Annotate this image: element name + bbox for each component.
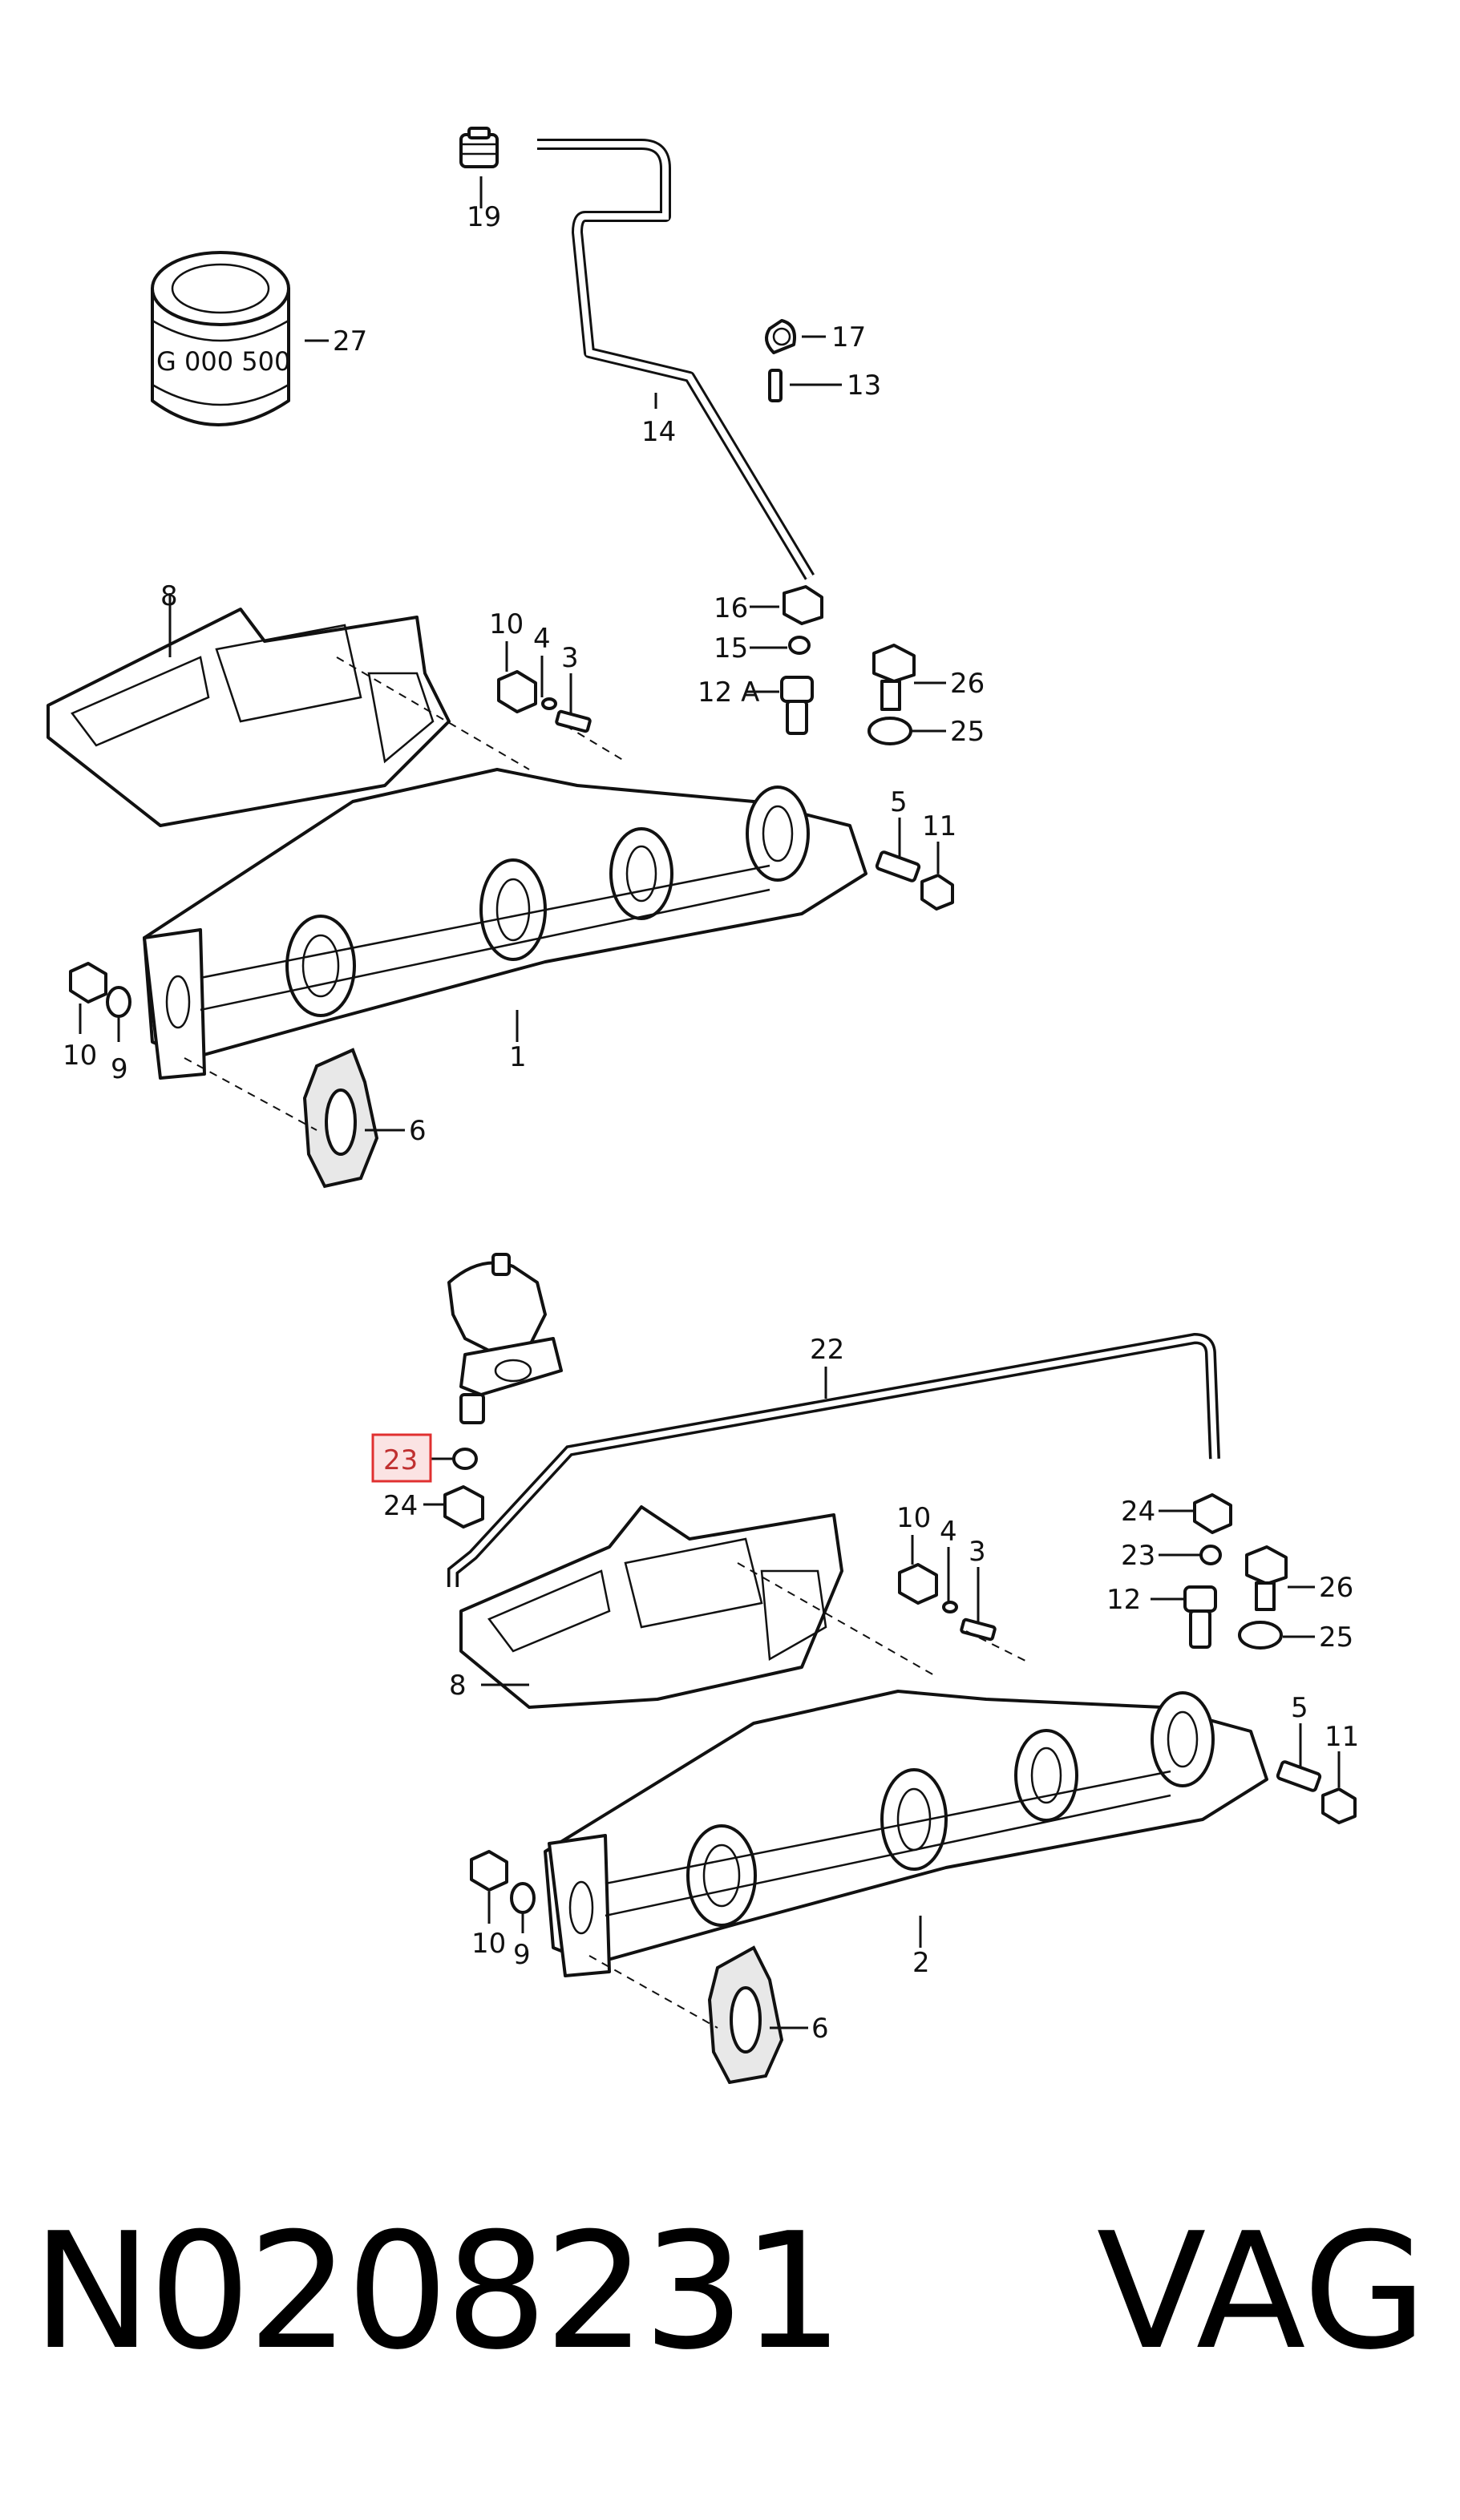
callout-10-top-lower: 10 [63, 1040, 97, 1072]
vacuum-cap-part-19 [459, 127, 499, 168]
callout-26-bottom: 26 [1319, 1572, 1353, 1604]
callout-6-top: 6 [409, 1115, 427, 1147]
callout-26-top: 26 [950, 668, 985, 700]
callout-9-bottom: 9 [513, 1939, 531, 1971]
sealant-can-part-27: G 000 500 [151, 251, 290, 426]
callout-17: 17 [831, 321, 866, 353]
washer-part-9-bottom [510, 1882, 536, 1914]
stud-part-3-top [555, 709, 592, 733]
callout-16: 16 [714, 592, 748, 624]
heat-shield-part-8-bottom [459, 1505, 843, 1709]
callout-10-bottom-lower: 10 [471, 1928, 506, 1960]
callout-2: 2 [912, 1947, 930, 1979]
washer-part-25 [868, 717, 912, 745]
fitting-part-12a [780, 676, 814, 735]
callout-19: 19 [467, 201, 501, 233]
nut-part-10-bottom-upper [898, 1563, 938, 1605]
bottom-assembly: 22 23 24 24 23 12 26 25 5 11 10 4 3 8 2 … [371, 1253, 1359, 2084]
bolt-part-26-bottom [1245, 1545, 1288, 1611]
bolt-part-26 [872, 644, 916, 711]
callout-24-right: 24 [1121, 1496, 1155, 1528]
top-assembly: G 000 500 [47, 127, 985, 1189]
fitting-part-12 [1183, 1585, 1217, 1649]
part-number: N0208231 [32, 2199, 843, 2385]
callout-5-top: 5 [890, 786, 908, 818]
stud-part-5 [875, 850, 921, 882]
callout-23-right: 23 [1121, 1540, 1155, 1572]
can-label: G 000 500 [156, 346, 290, 377]
callout-1: 1 [509, 1041, 527, 1073]
clip-part-17 [765, 319, 796, 354]
callout-8-bottom: 8 [449, 1670, 467, 1702]
ring-part-4-top [541, 697, 557, 710]
callout-25-bottom: 25 [1319, 1621, 1353, 1654]
nut-part-16 [783, 585, 823, 625]
nut-part-11 [920, 874, 954, 911]
cap-part-23-right [1199, 1545, 1222, 1565]
callout-13: 13 [847, 370, 881, 402]
leader-lines-bottom [423, 1367, 1341, 2029]
callout-11-bottom: 11 [1325, 1721, 1359, 1753]
nut-part-10-top-lower [69, 962, 107, 1004]
nut-part-10-top-upper [497, 670, 537, 713]
highlight-box-callout-23 [371, 1433, 432, 1483]
callout-5-bottom: 5 [1291, 1692, 1308, 1724]
callout-8-top: 8 [160, 580, 178, 612]
callout-11-top: 11 [922, 810, 956, 842]
brand-name: VAG [1096, 2199, 1427, 2385]
callout-23-left: 23 [383, 1444, 418, 1476]
callout-3-top: 3 [561, 642, 579, 674]
callout-25-top: 25 [950, 716, 985, 748]
exploded-parts-diagram: G 000 500 [47, 127, 1359, 2084]
heat-shield-part-8-top [47, 608, 451, 827]
pin-part-13 [768, 369, 783, 402]
callout-27: 27 [333, 325, 367, 357]
callout-12a: 12 A [698, 676, 759, 709]
washer-part-9-top [106, 986, 131, 1018]
nut-part-24-right [1193, 1493, 1232, 1534]
callout-24-left: 24 [383, 1490, 418, 1522]
callout-4-top: 4 [533, 623, 551, 655]
callout-22: 22 [810, 1334, 844, 1366]
nut-part-10-bottom-lower [470, 1850, 508, 1892]
nut-part-11-bottom [1321, 1787, 1357, 1824]
washer-part-15 [788, 636, 811, 655]
egr-valve [447, 1253, 563, 1424]
cap-part-23-left [452, 1448, 478, 1470]
nut-part-24-left [443, 1485, 484, 1529]
callout-9-top: 9 [111, 1053, 128, 1085]
washer-part-25-bottom [1238, 1621, 1283, 1650]
leader-lines-top [79, 176, 946, 1132]
ring-part-4-bottom [942, 1601, 958, 1613]
callout-3-bottom: 3 [969, 1536, 986, 1568]
callout-6-bottom: 6 [811, 2013, 829, 2045]
callout-15: 15 [714, 632, 748, 664]
exhaust-manifold-part-2 [544, 1690, 1268, 1977]
callout-10-top-upper: 10 [489, 608, 524, 640]
stud-part-5-bottom [1276, 1760, 1322, 1792]
stud-part-3-bottom [960, 1617, 997, 1642]
exhaust-manifold-part-1 [143, 768, 868, 1080]
callout-14: 14 [641, 416, 676, 448]
callout-4-bottom: 4 [940, 1516, 957, 1548]
callout-10-bottom-upper: 10 [896, 1502, 931, 1534]
callout-12: 12 [1106, 1584, 1141, 1616]
footer: N0208231 VAG [32, 2196, 1427, 2389]
